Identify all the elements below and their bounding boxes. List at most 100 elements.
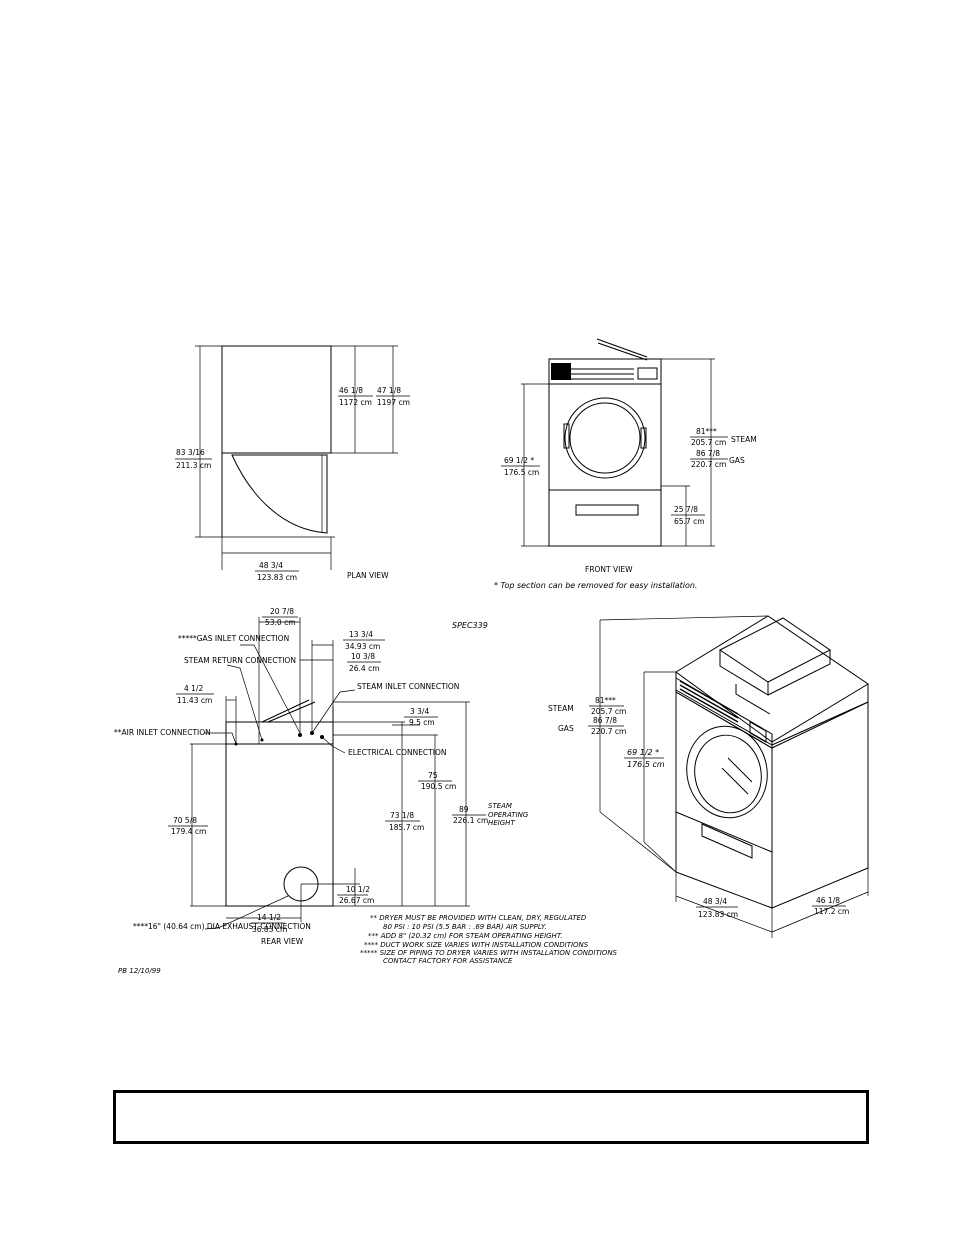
plan-cabinet-outline — [221, 345, 332, 454]
rear-d3-in: 10 3/8 — [351, 652, 375, 661]
leader-electrical — [321, 736, 346, 754]
plan-width-cm: 123.83 cm — [257, 573, 297, 582]
iso-depth-in: 46 1/8 — [816, 896, 840, 905]
rear-d2-in: 13 3/4 — [349, 630, 373, 639]
note-line: CONTACT FACTORY FOR ASSISTANCE — [383, 957, 513, 965]
plan-door-swing — [231, 454, 328, 534]
note-line: ***** SIZE OF PIPING TO DRYER VARIES WIT… — [360, 949, 618, 957]
iso-gas-label: GAS — [558, 724, 574, 733]
front-height-in: 69 1/2 * — [504, 456, 534, 465]
iso-dim-line — [675, 895, 773, 933]
steam-inlet-label: STEAM INLET CONNECTION — [357, 682, 459, 691]
iso-height-in: 69 1/2 * — [627, 748, 659, 757]
front-gas-cm: 220.7 cm — [691, 460, 726, 469]
front-steam-in: 81*** — [696, 427, 717, 436]
rear-d6-cm: 179.4 cm — [171, 827, 206, 836]
drawing-id: PB 12/10/99 — [118, 967, 161, 975]
iso-control-stripe — [679, 680, 739, 715]
front-gas-label: GAS — [729, 456, 745, 465]
lint-drawer — [575, 504, 639, 516]
rear-d2-cm: 34.93 cm — [345, 642, 380, 651]
rear-d10-cm: 26.67 cm — [339, 896, 374, 905]
front-gas-in: 86 7/8 — [696, 449, 720, 458]
front-view-title: FRONT VIEW — [585, 565, 633, 574]
rear-d9-cm: 226.1 cm — [453, 816, 488, 825]
note-line: **** DUCT WORK SIZE VARIES WITH INSTALLA… — [364, 941, 589, 949]
spec-code: SPEC339 — [452, 621, 488, 630]
leader-steam-inlet — [311, 689, 356, 734]
rear-pipe — [267, 701, 316, 723]
rear-d1-cm: 53.0 cm — [265, 618, 296, 627]
plan-depth-open-in: 83 3/16 — [176, 448, 205, 457]
plan-depth-open-cm: 211.3 cm — [176, 461, 211, 470]
rear-d10-in: 10 1/2 — [346, 885, 370, 894]
lint-panel-lid — [597, 342, 648, 361]
front-cabinet-outline — [548, 358, 662, 547]
note-line: ** DRYER MUST BE PROVIDED WITH CLEAN, DR… — [370, 914, 587, 922]
control-panel-block — [551, 363, 571, 380]
iso-door-glass — [694, 734, 762, 814]
iso-lint-box — [767, 650, 831, 696]
rear-d11-in: 14 1/2 — [257, 913, 281, 922]
plan-width-in: 48 3/4 — [259, 561, 283, 570]
door-glass — [569, 402, 641, 474]
note-line: *** ADD 8" (20.32 cm) FOR STEAM OPERATIN… — [368, 932, 563, 940]
iso-height-cm: 176.5 cm — [627, 760, 665, 769]
iso-glass-reflection — [727, 757, 753, 783]
rear-d9-in: 89 — [459, 805, 469, 814]
plan-depth-door-cm: 1197 cm — [377, 398, 410, 407]
plan-view-title: PLAN VIEW — [347, 571, 389, 580]
iso-lint-drawer — [701, 823, 753, 859]
plan-depth-in: 46 1/8 — [339, 386, 363, 395]
iso-gas-in: 86 7/8 — [593, 716, 617, 725]
iso-inner-panel — [735, 684, 771, 715]
footer-box — [113, 1090, 869, 1144]
front-view: 69 1/2 * 176.5 cm 81*** 205.7 cm STEAM 8… — [494, 338, 757, 590]
plan-depth-door-in: 47 1/8 — [377, 386, 401, 395]
rear-view-title: REAR VIEW — [261, 937, 304, 946]
iso-base-line — [675, 811, 773, 853]
iso-glass-reflection — [721, 767, 749, 795]
rear-d3-cm: 26.4 cm — [349, 664, 380, 673]
leader-exhaust — [204, 895, 289, 930]
front-door-height-in: 25 7/8 — [674, 505, 698, 514]
door-handle — [640, 427, 647, 449]
leader-steam-return — [226, 664, 263, 741]
rear-cabinet-outline — [225, 743, 334, 907]
iso-door-ring — [686, 725, 768, 819]
iso-width-in: 48 3/4 — [703, 897, 727, 906]
rear-d4-cm: 11.43 cm — [177, 696, 212, 705]
rear-d5-in: 3 3/4 — [410, 707, 429, 716]
door-hinge — [563, 423, 570, 449]
door-outer-ring — [564, 397, 646, 479]
leader-gas-inlet — [240, 644, 301, 734]
rear-d6-in: 70 5/8 — [173, 816, 197, 825]
iso-depth-cm: 117.2 cm — [814, 907, 849, 916]
front-door-height-cm: 65.7 cm — [674, 517, 705, 526]
iso-ext-line — [599, 811, 677, 873]
iso-view: 81*** 205.7 cm STEAM 86 7/8 220.7 cm GAS… — [548, 615, 869, 938]
leader-air-inlet — [204, 732, 237, 745]
front-steam-cm: 205.7 cm — [691, 438, 726, 447]
rear-view: *****GAS INLET CONNECTION STEAM RETURN C… — [114, 607, 528, 946]
plan-view: 46 1/8 1172 cm 47 1/8 1197 cm 83 3/16 21… — [175, 345, 410, 582]
iso-front-face — [675, 691, 773, 909]
iso-dim-line — [771, 891, 869, 933]
notes-block: ** DRYER MUST BE PROVIDED WITH CLEAN, DR… — [360, 914, 618, 965]
note-line: 80 PSI : 10 PSI (5.5 BAR : .69 BAR) AIR … — [383, 923, 547, 931]
iso-ext-line — [643, 841, 677, 873]
front-height-cm: 176.5 cm — [504, 468, 539, 477]
plan-depth-cm: 1172 cm — [339, 398, 372, 407]
iso-steam-label: STEAM — [548, 704, 574, 713]
iso-steam-cm: 205.7 cm — [591, 707, 626, 716]
front-steam-label: STEAM — [731, 435, 757, 444]
lint-panel-lid — [596, 338, 648, 358]
rear-d4-in: 4 1/2 — [184, 684, 203, 693]
rear-d1-in: 20 7/8 — [270, 607, 294, 616]
rear-pipe — [261, 699, 310, 723]
iso-top-surface — [675, 615, 869, 743]
gas-inlet-label: *****GAS INLET CONNECTION — [178, 634, 289, 643]
display-window — [637, 367, 658, 380]
iso-ext-line — [599, 615, 769, 621]
